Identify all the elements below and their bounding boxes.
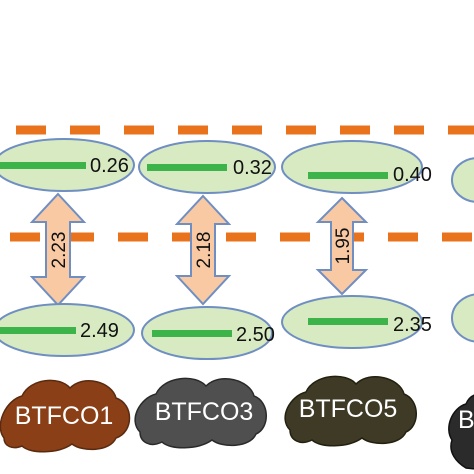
sample-name: BTFCO1 xyxy=(15,402,114,430)
gap-value: 2.18 xyxy=(194,232,215,269)
top-level-value: 0.26 xyxy=(90,155,129,177)
top-level-ellipse xyxy=(451,157,474,203)
sample-cloud-shape xyxy=(284,375,417,447)
sample-name: BTFCO5 xyxy=(299,395,398,423)
sample-cloud-shape xyxy=(134,377,267,449)
top-level-value: 0.40 xyxy=(393,164,432,186)
bottom-level-bar xyxy=(152,330,232,337)
top-level-value: 0.32 xyxy=(233,157,272,179)
top-level-bar xyxy=(0,162,86,169)
bottom-level-bar xyxy=(0,327,76,334)
sample-column-partial: B xyxy=(448,157,474,470)
sample-cloud-shape xyxy=(448,394,474,470)
sample-name: BTFCO3 xyxy=(155,398,254,426)
gap-value: 1.95 xyxy=(333,228,354,265)
bottom-level-bar xyxy=(308,318,388,325)
sample-name: B xyxy=(458,406,474,434)
top-level-ellipse xyxy=(281,140,423,194)
top-level-bar xyxy=(308,172,388,179)
sample-column-btfco5: 0.40 1.95 2.35 BTFCO5 xyxy=(281,140,432,447)
gap-double-arrow xyxy=(315,196,369,296)
sample-cloud-shape xyxy=(0,379,131,453)
gap-double-arrow xyxy=(174,194,232,306)
bottom-level-value: 2.35 xyxy=(393,314,432,336)
top-level-bar xyxy=(147,164,227,171)
sample-column-btfco3: 0.32 2.18 2.50 BTFCO3 xyxy=(134,140,276,449)
gap-value: 2.23 xyxy=(49,232,70,269)
bottom-level-ellipse xyxy=(451,293,474,343)
sample-column-btfco1: 0.26 2.23 2.49 BTFCO1 xyxy=(0,138,135,453)
bottom-level-value: 2.50 xyxy=(236,324,275,346)
bottom-level-value: 2.49 xyxy=(80,320,119,342)
